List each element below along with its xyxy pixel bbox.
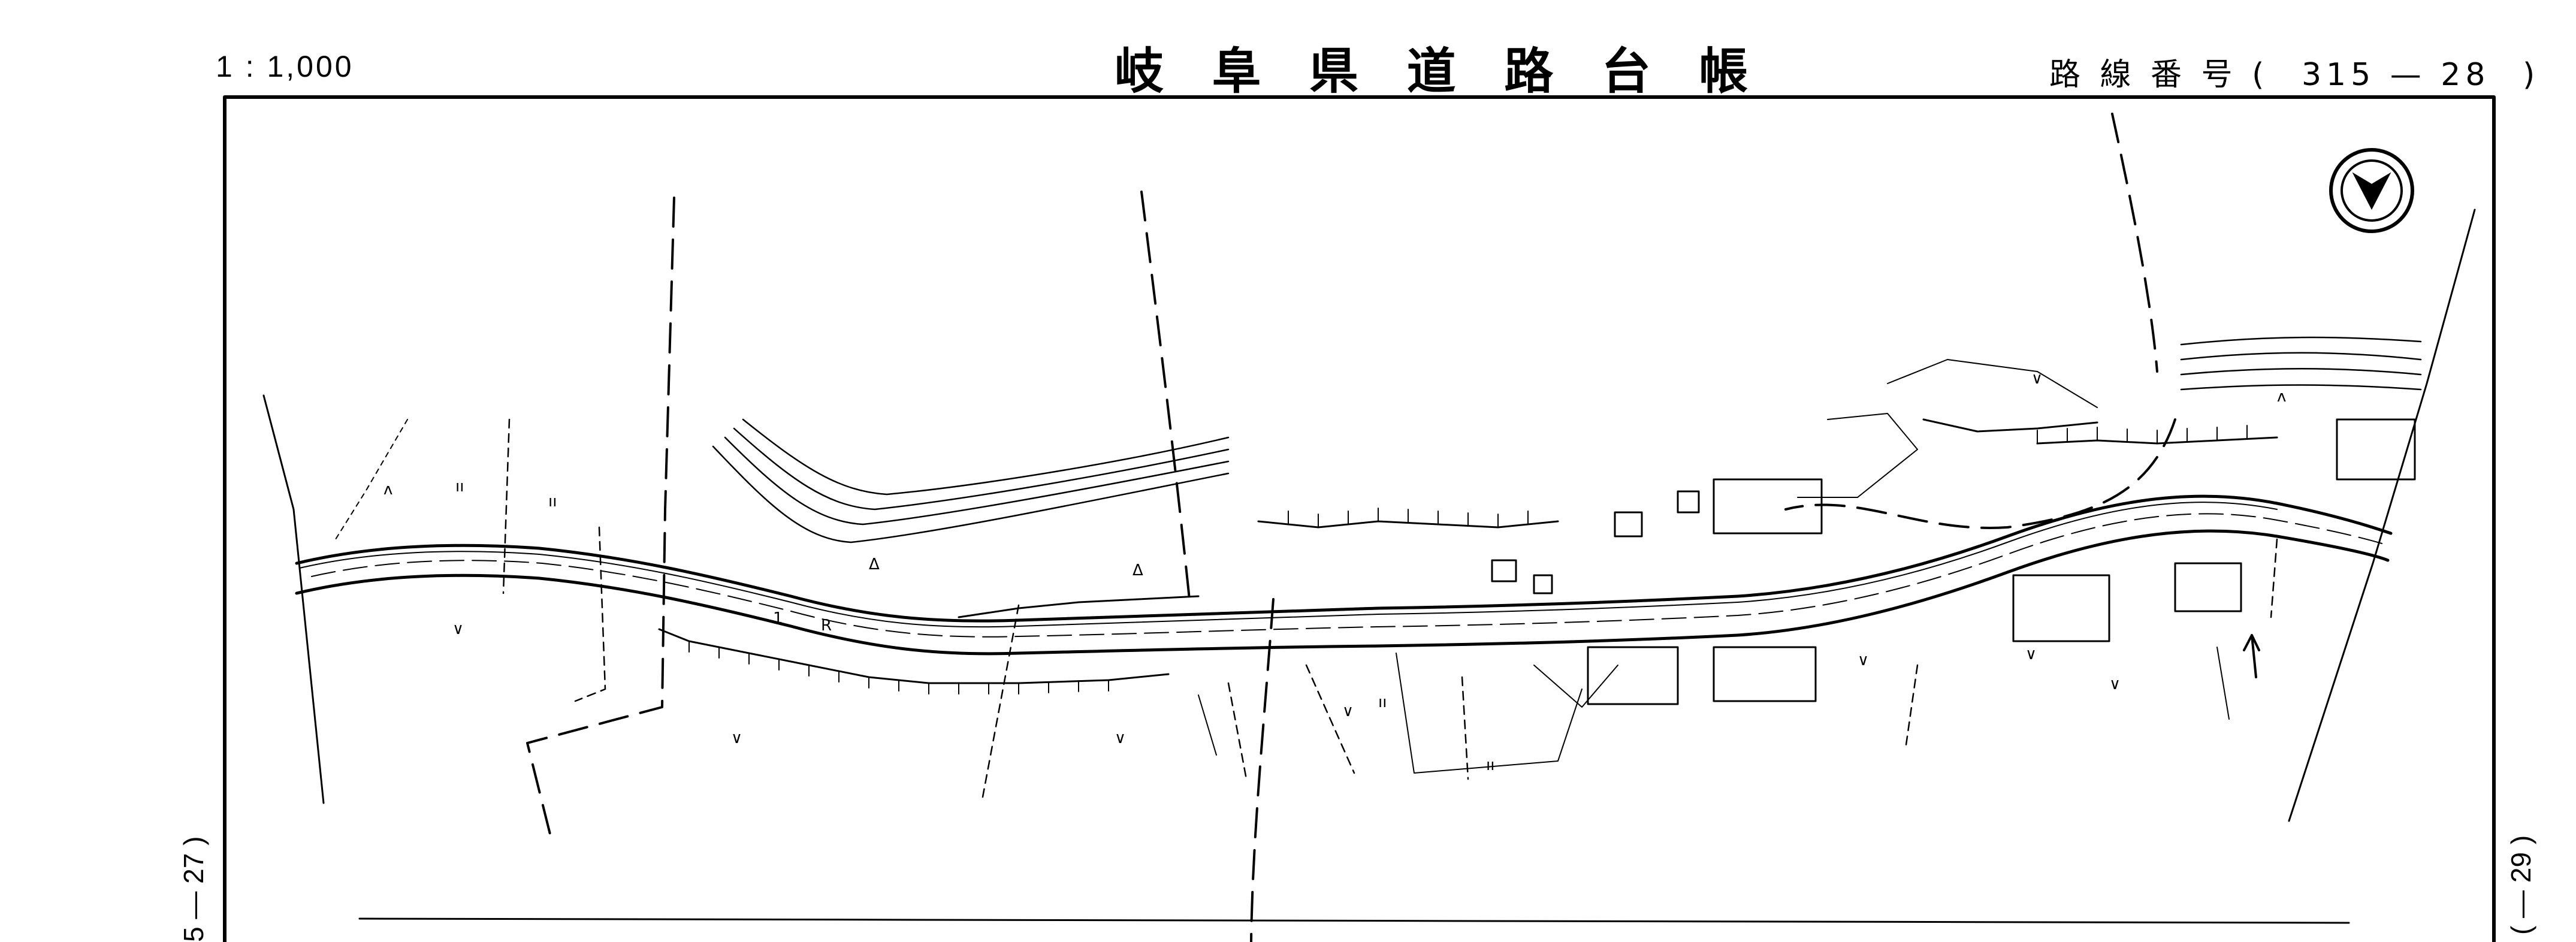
svg-text:Δ: Δ: [1133, 561, 1143, 579]
svg-text:R: R: [821, 617, 832, 635]
svg-text:ᴧ: ᴧ: [383, 481, 392, 499]
road-edge-north: [295, 494, 2393, 623]
svg-text:ıı: ıı: [455, 478, 464, 496]
svg-text:∨: ∨: [1342, 702, 1354, 720]
sheet-frame: [223, 95, 2496, 942]
route-number-value: 315 — 28: [2301, 57, 2490, 93]
route-close: ): [2522, 57, 2540, 93]
contour-lines: [712, 336, 2422, 544]
bottom-rule: [358, 917, 2350, 924]
distance-arrow: [2243, 634, 2260, 678]
dashed-parcels: [502, 418, 2278, 798]
north-arrow-icon: [2329, 148, 2414, 233]
route-number-label: 路 線 番 号 ( 315 — 28 ): [2049, 49, 2539, 94]
svg-text:ıı: ıı: [548, 493, 557, 511]
svg-text:∨: ∨: [2025, 645, 2037, 663]
svg-text:∨: ∨: [1115, 729, 1126, 747]
svg-text:Δ: Δ: [869, 555, 880, 573]
route-label-text: 路 線 番 号 (: [2049, 57, 2269, 93]
left-edge-line: [262, 394, 325, 804]
boundary-lines: [526, 113, 2176, 942]
road-inner-line: [299, 502, 2278, 628]
svg-text:∨: ∨: [2031, 370, 2043, 388]
map-title: 岐 阜 県 道 路 台 帳: [1115, 43, 1764, 100]
map-scale: 1 : 1,000: [216, 50, 354, 83]
road-edge-south: [295, 529, 2390, 656]
right-edge-line: [2288, 209, 2476, 822]
svg-text:∨: ∨: [1858, 651, 1869, 669]
svg-text:ıı: ıı: [1378, 693, 1387, 711]
svg-text:∨: ∨: [2109, 675, 2121, 693]
upper-left-diagonal: [335, 419, 408, 540]
map-symbols: ᴧ ıı ıı Δ Δ ∨ ∨ ∨ ∨ ∨ ∨ ∨ ∨ ᴧ ıı ıı 1 R: [383, 370, 2286, 774]
slope-ticks: [688, 425, 2248, 695]
buildings: [1491, 418, 2416, 705]
road-centerline: [311, 513, 2388, 638]
svg-text:ıı: ıı: [1486, 756, 1494, 774]
svg-text:1: 1: [773, 609, 783, 627]
svg-text:ᴧ: ᴧ: [2277, 388, 2286, 406]
svg-text:∨: ∨: [452, 620, 464, 638]
svg-text:∨: ∨: [731, 729, 742, 747]
field-outlines: [1198, 359, 2230, 774]
